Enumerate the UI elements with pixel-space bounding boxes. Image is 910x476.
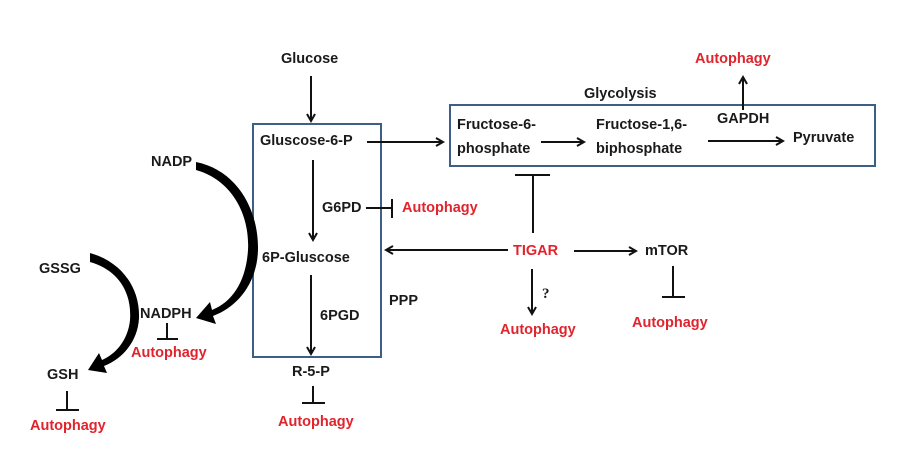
node-mtor: mTOR [645, 243, 689, 259]
autophagy-nadph: Autophagy [131, 345, 207, 361]
node-r5p: R-5-P [292, 364, 330, 380]
autophagy-tigar: Autophagy [500, 322, 576, 338]
label-uncertain: ? [542, 286, 550, 302]
node-6p-gluconate: 6P-Gluscose [262, 250, 350, 266]
node-f16bp-line2: biphosphate [596, 141, 683, 157]
node-nadp: NADP [151, 154, 193, 170]
autophagy-g6pd: Autophagy [402, 200, 478, 216]
autophagy-r5p: Autophagy [278, 414, 354, 430]
node-6pgd: 6PGD [320, 308, 360, 324]
label-glycolysis: Glycolysis [584, 86, 657, 102]
node-pyruvate: Pyruvate [793, 130, 855, 146]
ppp-box [252, 123, 382, 358]
node-gapdh: GAPDH [717, 111, 770, 127]
curved-arrow-nadp-to-nadph [196, 162, 258, 324]
glycolysis-box [449, 104, 876, 167]
node-f6p-line1: Fructose-6- [457, 117, 536, 133]
autophagy-mtor: Autophagy [632, 315, 708, 331]
node-tigar: TIGAR [513, 243, 559, 259]
autophagy-gapdh: Autophagy [695, 51, 771, 67]
label-ppp: PPP [389, 293, 419, 309]
node-f6p-line2: phosphate [457, 141, 531, 157]
node-nadph: NADPH [140, 306, 192, 322]
node-glucose-6-phosphate: Gluscose-6-P [260, 133, 353, 149]
curved-arrow-gssg-to-gsh [88, 253, 140, 373]
autophagy-gsh: Autophagy [30, 418, 106, 434]
node-f16bp-line1: Fructose-1,6- [596, 117, 688, 133]
node-glucose: Glucose [281, 51, 339, 67]
node-g6pd: G6PD [322, 200, 362, 216]
node-gsh: GSH [47, 367, 79, 383]
node-gssg: GSSG [39, 261, 81, 277]
